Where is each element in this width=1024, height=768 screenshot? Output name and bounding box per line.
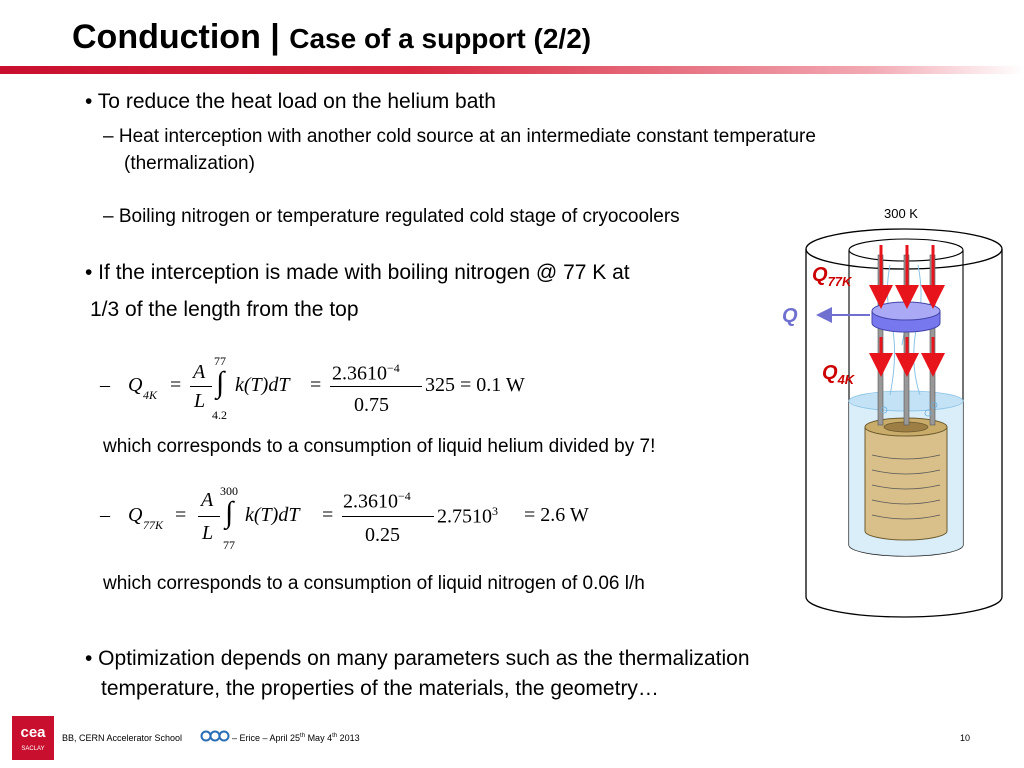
label-300k: 300 K: [884, 206, 918, 221]
subbullet-interception-line2: (thermalization): [124, 153, 255, 174]
title-sub: Case of a support (2/2): [289, 23, 592, 54]
eq2-numerator: 2.3610−4: [343, 489, 411, 514]
eq1-integrand: k(T)dT: [235, 374, 290, 396]
footer-event: – Erice – April 25th May 4th 2013: [232, 733, 360, 743]
eq2-equals-2: =: [322, 504, 334, 526]
cea-logo: cea SACLAY: [12, 716, 54, 760]
equation-q77k: – Q 77K = A L 300 ∫ 77 k(T)dT = 2.3610−4…: [100, 482, 620, 562]
eq2-a: A: [201, 489, 214, 511]
heat-flux-arrows: [869, 245, 945, 377]
title-underline-bar: [0, 66, 1024, 74]
eq2-upper-limit: 300: [220, 484, 238, 498]
eq2-result-base: 2.7510: [437, 505, 492, 528]
eq2-dash: –: [100, 504, 110, 526]
eq1-q: Q: [128, 374, 143, 396]
label-q4k-q: Q: [822, 362, 838, 384]
label-q77k-sub: 77K: [827, 274, 852, 289]
label-q4k: Q4K: [822, 362, 854, 387]
thermalization-ring: [871, 301, 941, 333]
eq1-integral-sign: ∫: [216, 366, 225, 399]
footer-event-mid: May 4: [305, 733, 333, 743]
page-number: 10: [960, 733, 971, 743]
eq1-numerator-base: 2.3610: [332, 362, 387, 385]
bullet-heat-load: • To reduce the heat load on the helium …: [85, 90, 496, 113]
eq2-integral-sign: ∫: [225, 496, 234, 529]
eq1-equals-2: =: [310, 374, 322, 396]
eq2-lower-limit: 77: [223, 538, 235, 552]
label-q: Q: [782, 305, 798, 327]
eq1-dash: –: [100, 374, 110, 396]
cea-logo-text: cea: [20, 724, 46, 741]
eq1-lower-limit: 4.2: [212, 408, 227, 422]
bullet-optimization-line2: temperature, the properties of the mater…: [101, 677, 659, 700]
equation-q4k: – Q 4K = A L 77 ∫ 4.2 k(T)dT = 2.3610−4 …: [100, 352, 560, 432]
eq2-denominator: 0.25: [365, 524, 400, 546]
bullet-interception-line2: 1/3 of the length from the top: [90, 298, 359, 321]
eq2-al-fraction-line: [198, 516, 220, 517]
title-main: Conduction |: [72, 18, 290, 56]
eq2-integrand: k(T)dT: [245, 504, 300, 526]
note-nitrogen: which corresponds to a consumption of li…: [103, 573, 645, 594]
eq2-equals-1: =: [175, 504, 187, 526]
eq1-numerator-exp: −4: [387, 361, 400, 375]
bullet-optimization-line1: • Optimization depends on many parameter…: [85, 647, 750, 670]
label-q4k-sub: 4K: [837, 372, 855, 387]
cea-logo-sub: SACLAY: [21, 746, 45, 752]
eq1-q-subscript: 4K: [143, 388, 158, 402]
footer-event-year: 2013: [337, 733, 360, 743]
footer-event-sup1: th: [300, 733, 306, 739]
eq2-q: Q: [128, 504, 143, 526]
eq1-upper-limit: 77: [214, 354, 226, 368]
subbullet-boiling-nitrogen: – Boiling nitrogen or temperature regula…: [103, 206, 680, 227]
eq1-a: A: [193, 361, 206, 383]
magnet-coil: [864, 417, 948, 541]
label-q77k: Q77K: [812, 264, 851, 289]
footer-event-text: – Erice – April 25: [232, 733, 301, 743]
footer-author: BB, CERN Accelerator School: [62, 733, 183, 743]
subbullet-interception-line1: – Heat interception with another cold so…: [103, 126, 816, 147]
note-helium: which corresponds to a consumption of li…: [103, 436, 656, 457]
slide-title: Conduction | Case of a support (2/2): [72, 18, 591, 57]
eq1-al-fraction-line: [190, 386, 212, 387]
eq1-denominator: 0.75: [354, 394, 389, 416]
label-q77k-q: Q: [812, 264, 828, 286]
eq2-q-subscript: 77K: [143, 518, 164, 532]
bullet-interception-line1: • If the interception is made with boili…: [85, 261, 630, 284]
eq2-result-tail: = 2.6 W: [524, 504, 589, 526]
eq2-l: L: [202, 522, 214, 544]
eq2-numerator-base: 2.3610: [343, 490, 398, 513]
eq1-result: 325 = 0.1 W: [425, 374, 525, 396]
eq2-main-fraction-line: [342, 516, 434, 517]
eq1-equals-1: =: [170, 374, 182, 396]
cas-logo-icon: [200, 730, 230, 742]
eq2-result-value: 2.75103: [437, 504, 498, 529]
support-thermalization-diagram: [805, 228, 1003, 618]
eq2-result-exp: 3: [492, 504, 498, 518]
eq1-main-fraction-line: [330, 386, 422, 387]
eq1-l: L: [194, 390, 206, 412]
eq2-numerator-exp: −4: [398, 489, 411, 503]
eq1-numerator: 2.3610−4: [332, 361, 400, 386]
footer-event-sup2: th: [332, 733, 338, 739]
